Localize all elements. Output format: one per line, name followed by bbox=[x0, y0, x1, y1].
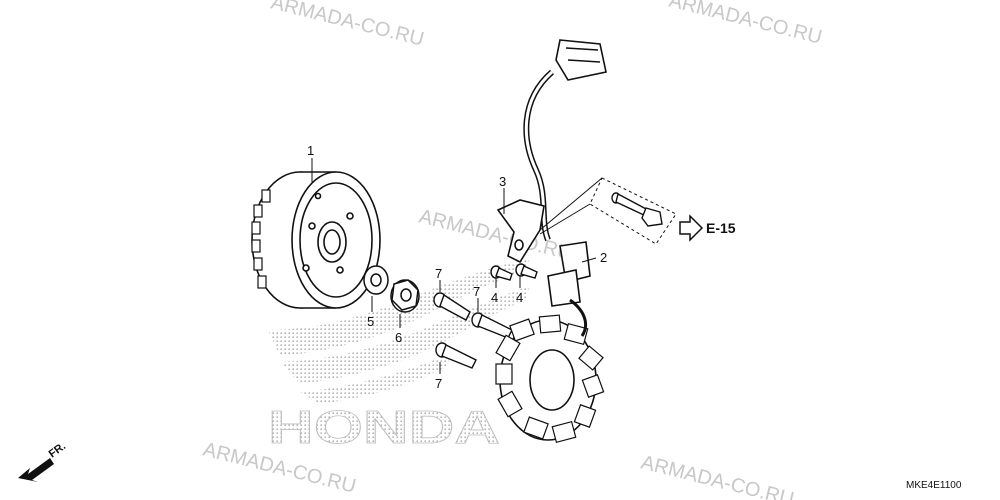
callout-7: 7 bbox=[435, 266, 442, 281]
stator-assembly bbox=[495, 39, 607, 444]
honda-wordmark: HONDA bbox=[268, 401, 500, 453]
watermark-text: ARMADA-CO.RU bbox=[639, 452, 796, 500]
callout-2: 2 bbox=[600, 250, 607, 265]
optional-bolt-box bbox=[539, 177, 677, 245]
watermark-text: ARMADA-CO.RU bbox=[667, 0, 824, 49]
flange-bolt bbox=[490, 265, 513, 281]
callout-4: 4 bbox=[491, 290, 498, 305]
front-label: FR. bbox=[47, 440, 68, 460]
callouts: 1 2 3 4 4 5 6 7 7 7 bbox=[307, 143, 607, 391]
callout-3: 3 bbox=[499, 174, 506, 189]
reference-label: E-15 bbox=[706, 220, 736, 236]
reference-arrow: E-15 bbox=[679, 214, 736, 242]
socket-bolt bbox=[471, 312, 513, 339]
socket-bolt bbox=[435, 342, 477, 369]
watermark-text: ARMADA-CO.RU bbox=[417, 206, 574, 265]
flange-nut bbox=[390, 279, 420, 313]
front-direction-indicator: FR. bbox=[18, 440, 68, 482]
wire-clamp-plate bbox=[496, 199, 545, 264]
watermark-text: ARMADA-CO.RU bbox=[269, 0, 426, 51]
callout-5: 5 bbox=[367, 314, 374, 329]
callout-1: 1 bbox=[307, 143, 314, 158]
callout-6: 6 bbox=[395, 330, 402, 345]
callout-7: 7 bbox=[435, 376, 442, 391]
socket-bolt bbox=[433, 292, 471, 321]
callout-4: 4 bbox=[516, 290, 523, 305]
washer bbox=[363, 265, 389, 295]
flange-bolt bbox=[515, 263, 538, 279]
flywheel-rotor bbox=[251, 171, 384, 309]
callout-7: 7 bbox=[473, 284, 480, 299]
leader-lines bbox=[311, 158, 597, 374]
diagram-code: MKE4E1100 bbox=[906, 480, 962, 491]
